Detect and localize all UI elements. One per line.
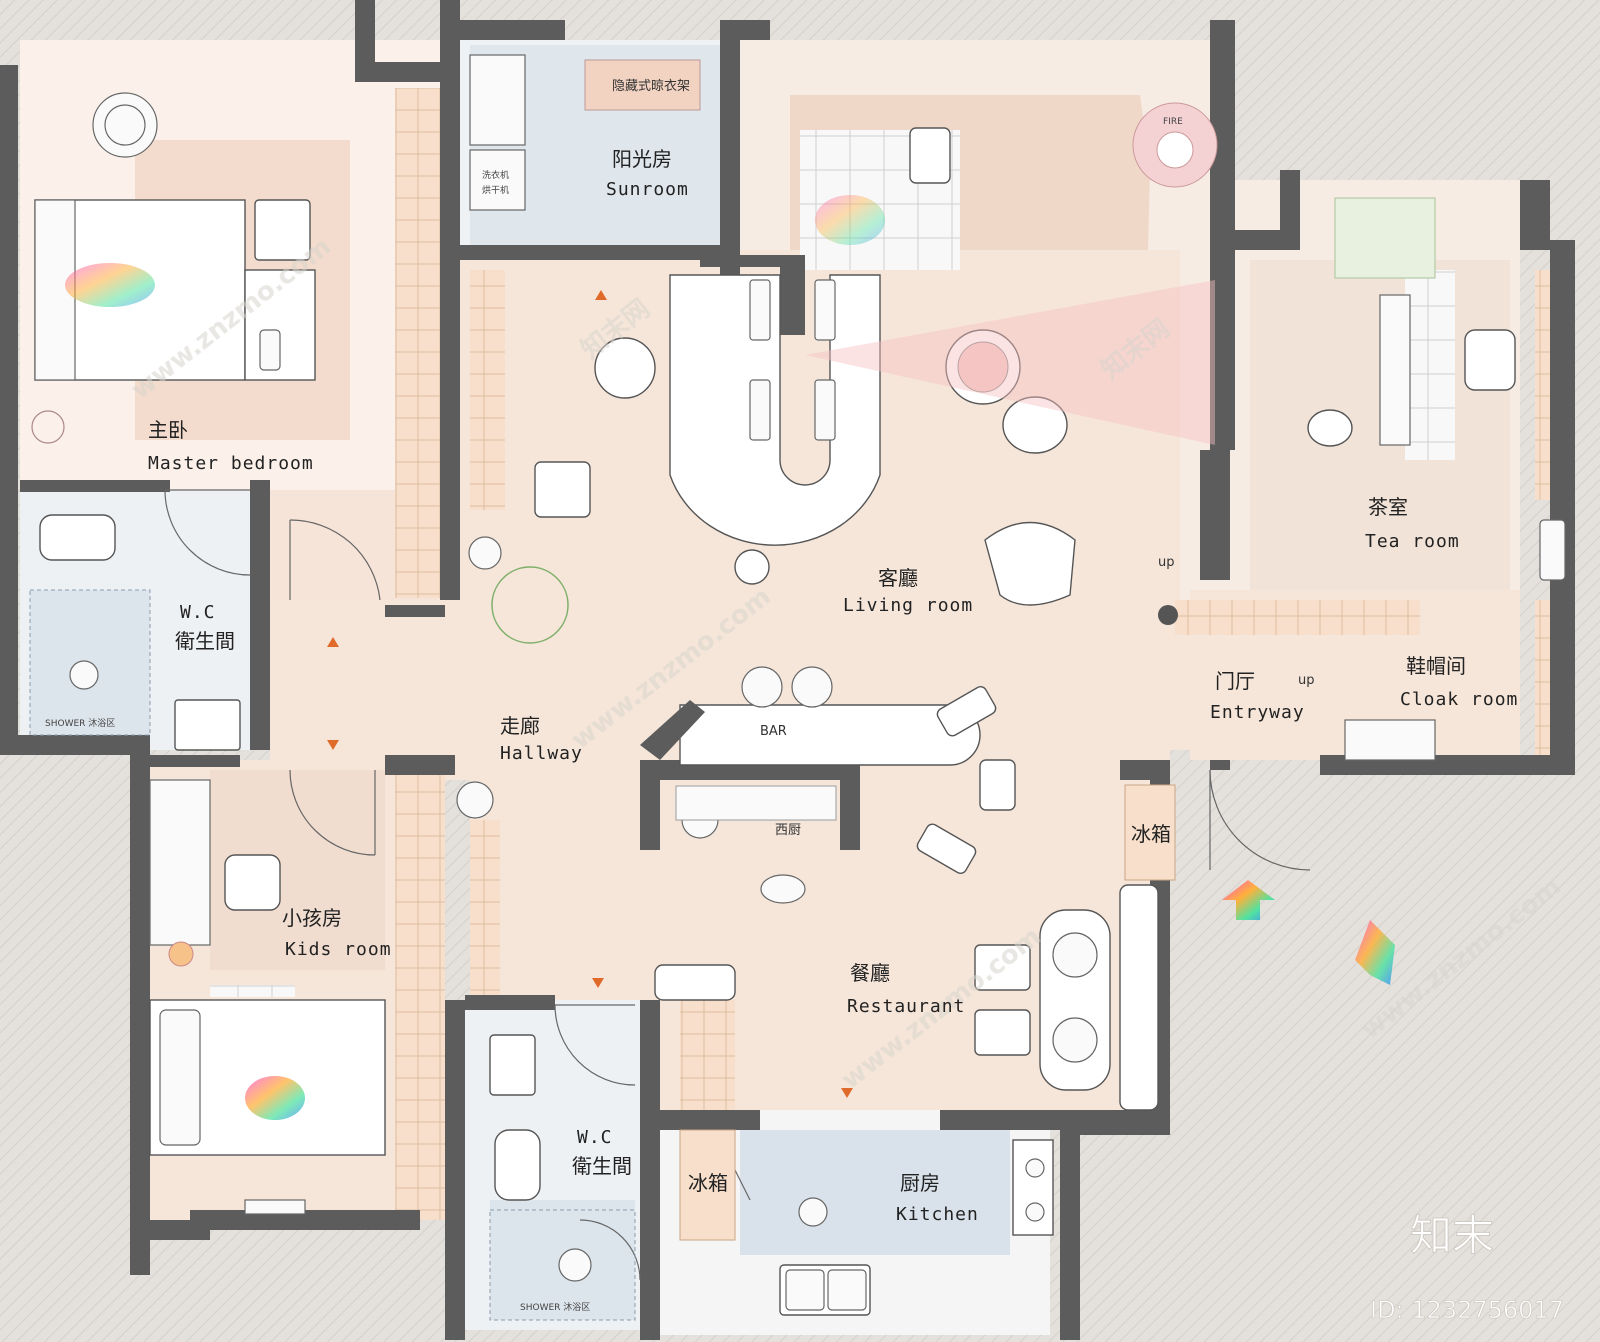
entryway-en: Entryway [1210,702,1305,723]
kitchen-fixtures [679,1129,1054,1316]
living-room-cn: 客廳 [878,566,918,590]
tea-room-up-label: up [1158,555,1175,570]
entry-fixtures [1158,605,1436,985]
cloak-room-en: Cloak room [1400,689,1518,710]
cloak-room-cn: 鞋帽间 [1406,654,1466,678]
wc-top-fixtures [29,514,241,751]
kitchen-en: Kitchen [896,1204,979,1225]
wc-bottom-shower-label: SHOWER 沐浴区 [520,1301,590,1313]
fridge-dining-label: 冰箱 [1131,822,1171,846]
sunroom-fixtures [469,54,701,211]
sunroom-cn: 阳光房 [612,147,672,171]
brand-watermark: 知末 ID: 1232756017 [1370,1211,1565,1325]
dryer-label: 烘干机 [482,184,509,196]
kids-room-fixtures [149,779,386,1215]
wc-top-cn: 衛生間 [175,629,235,653]
wc-bottom-fixtures [489,1034,636,1321]
entry-up-label: up [1298,673,1315,688]
hallway-decor [456,536,569,819]
entryway-cn: 门厅 [1215,669,1255,693]
restaurant-cn: 餐廳 [850,961,890,985]
hallway-en: Hallway [500,743,583,764]
bar-counter [640,666,1016,904]
direction-arrows [327,290,853,1098]
tea-room-cn: 茶室 [1368,495,1408,519]
tea-room-en: Tea room [1365,531,1460,552]
kitchen-cn: 厨房 [900,1171,940,1195]
fridge-kitchen-label: 冰箱 [688,1171,728,1195]
tea-room-fixtures [1307,197,1566,581]
bar-label: BAR [760,724,787,739]
kids-room-cn: 小孩房 [282,906,342,930]
dining-table [654,784,1176,1111]
wc-bottom-cn: 衛生間 [572,1154,632,1178]
wc-top-shower-label: SHOWER 沐浴区 [45,717,115,729]
master-bedroom-en: Master bedroom [148,453,314,474]
image-id-text: ID: 1232756017 [1370,1296,1564,1324]
brand-logo-text: 知末 [1410,1211,1494,1260]
wc-bottom-en: W.C [577,1127,613,1148]
wc-top-en: W.C [180,602,216,623]
washer-label: 洗衣机 [482,169,509,181]
master-bedroom-cn: 主卧 [148,418,188,442]
sunroom-en: Sunroom [606,179,689,200]
restaurant-en: Restaurant [847,996,965,1017]
west-kitchen-label: 西厨 [775,823,801,838]
kids-room-en: Kids room [285,939,392,960]
living-furniture [534,102,1218,606]
fireplace-label: FIRE [1163,117,1183,127]
room-labels: 主卧 Master bedroom 阳光房 Sunroom 隐藏式晾衣架 洗衣机… [45,78,1518,1313]
living-room-en: Living room [843,595,973,616]
hallway-cn: 走廊 [500,714,540,738]
hidden-drying-rack-label: 隐藏式晾衣架 [612,78,690,94]
master-bed [31,92,316,444]
